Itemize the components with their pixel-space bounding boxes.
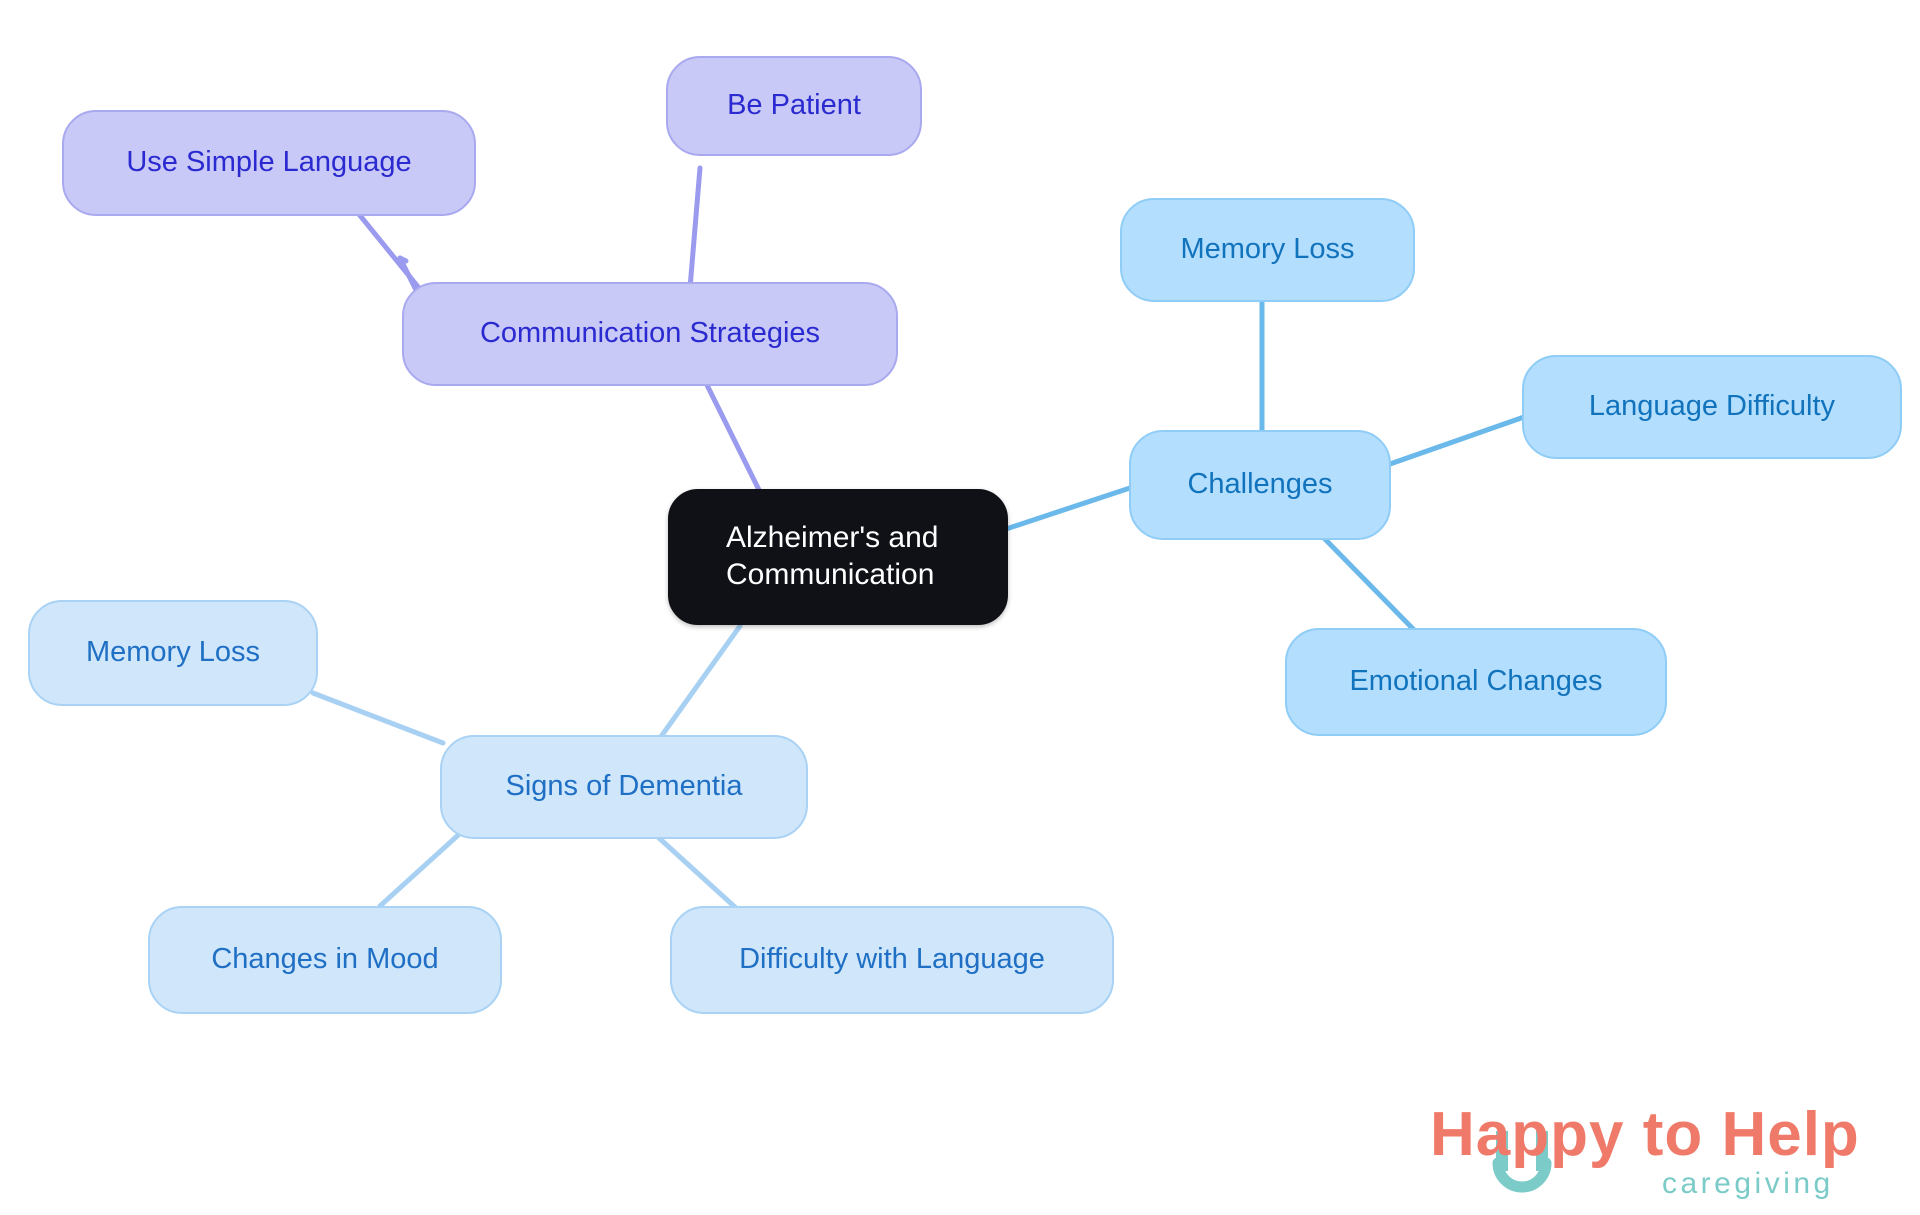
node-emotional-changes[interactable]: Emotional Changes — [1285, 628, 1667, 736]
edge-signs-of-dementia-changes-in-mood — [377, 825, 469, 909]
edge-communication-strategies-use-simple-language — [397, 255, 420, 295]
logo-teal-descender-1 — [1496, 1131, 1508, 1171]
node-use-simple-language[interactable]: Use Simple Language — [62, 110, 476, 216]
node-be-patient[interactable]: Be Patient — [666, 56, 922, 156]
edge-signs-of-dementia-difficulty-with-language — [645, 825, 739, 911]
node-signs-of-dementia[interactable]: Signs of Dementia — [440, 735, 808, 839]
node-changes-in-mood[interactable]: Changes in Mood — [148, 906, 502, 1014]
logo-teal-descender-2 — [1536, 1131, 1548, 1171]
edge-root-communication-strategies — [703, 380, 765, 499]
node-memory-loss-challenges[interactable]: Memory Loss — [1120, 198, 1415, 302]
edge-signs-of-dementia-memory-loss — [310, 690, 446, 746]
node-challenges[interactable]: Challenges — [1129, 430, 1391, 540]
node-memory-loss-signs[interactable]: Memory Loss — [28, 600, 318, 706]
node-communication-strategies[interactable]: Communication Strategies — [402, 282, 898, 386]
logo-happy-to-help-text: Happy to Help — [1430, 1100, 1860, 1169]
edge-challenges-emotional-changes — [1317, 531, 1423, 639]
edge-root-signs-of-dementia — [657, 623, 743, 741]
node-language-difficulty[interactable]: Language Difficulty — [1522, 355, 1902, 459]
happy-to-help-caregiving-logo: Happy to Help caregiving — [1430, 1095, 1885, 1200]
edge-root-challenges — [1000, 482, 1142, 533]
logo-smile-icon — [1492, 1157, 1552, 1193]
node-root-alzheimers-and-communication[interactable]: Alzheimer's and Communication — [668, 489, 1008, 625]
node-difficulty-with-language[interactable]: Difficulty with Language — [670, 906, 1114, 1014]
edge-cs-usl-main — [355, 210, 426, 296]
edge-communication-strategies-be-patient — [687, 165, 703, 291]
logo-caregiving-text: caregiving — [1662, 1167, 1834, 1200]
edge-challenges-language-difficulty — [1387, 414, 1527, 467]
edge-communication-strategies-use-simple-language-b — [397, 255, 409, 264]
